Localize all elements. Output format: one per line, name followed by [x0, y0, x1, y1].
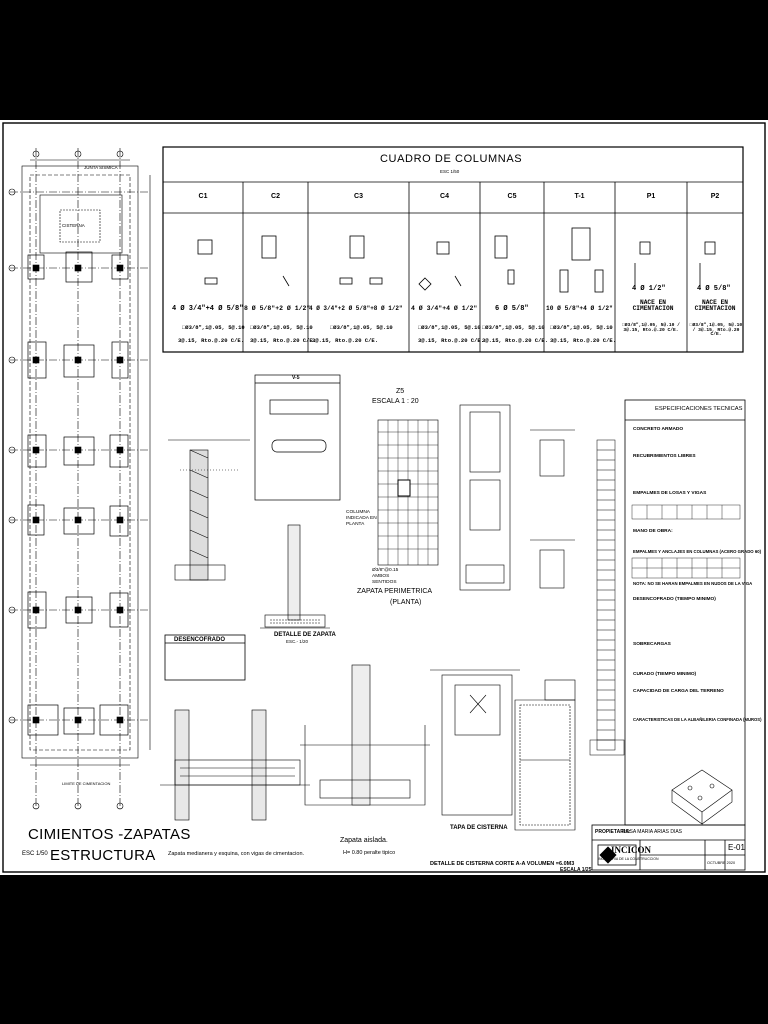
col-spacing-c4: 3@.15, Rto.@.20 C/E.: [418, 337, 485, 344]
col-header-c1: C1: [198, 193, 208, 200]
col-steel-c2: 8 Ø 5/8"+2 Ø 1/2": [244, 305, 311, 312]
col-header-p1: P1: [646, 193, 656, 200]
drawing-sheet: CISTERNA JUNTA SISMICA LIMITE DE CIMENTA…: [0, 120, 768, 875]
footing-detail-scale: ESC.- 1/20: [286, 639, 309, 644]
spec-line-7: SOBRECARGAS: [633, 642, 671, 647]
perimeter-footing-title: ZAPATA PERIMETRICA: [357, 588, 433, 595]
col-header-p2: P2: [710, 193, 720, 200]
wall-section: [168, 439, 330, 629]
sheet-code: E-01: [728, 843, 745, 852]
bottom-sections: [160, 664, 576, 831]
columns-table-grid: [162, 146, 744, 353]
owner-label: PROPIETARIA:: [595, 829, 631, 835]
spec-line-4: EMPALMES Y ANCLAJES EN COLUMNAS (ACERO G…: [633, 549, 762, 554]
spec-line-1: RECUBRIMIENTOS LIBRES: [633, 454, 696, 459]
perimeter-footing-plan-label: (PLANTA): [390, 599, 422, 606]
plan-title: CIMIENTOS -ZAPATAS: [28, 826, 191, 843]
cistern-scale: ESCALA 1/25: [560, 867, 592, 873]
company-name: INCICON: [611, 845, 652, 855]
col-header-c2: C2: [271, 193, 280, 200]
beam-v5-title: V-5: [292, 375, 300, 381]
columns-table-title: CUADRO DE COLUMNAS: [380, 153, 523, 165]
spec-line-9: CAPACIDAD DE CARGA DEL TERRENO: [633, 689, 724, 694]
specs-title: ESPECIFICACIONES TECNICAS: [655, 406, 743, 412]
cistern-caption: DETALLE DE CISTERNA CORTE A-A VOLUMEN =6…: [430, 861, 575, 867]
col-spacing-p2: □Ø3/8",1@.05, 5@.10 / 3@.15, Rto.@.20 C/…: [689, 323, 743, 338]
col-stirrups-c5: □Ø3/8",1@.05, 5@.10: [482, 324, 545, 331]
col-spacing-p1: □Ø3/8",1@.05, 5@.10 / 3@.15, Rto.@.20 C/…: [622, 323, 680, 333]
col-spacing-t1: 3@.15, Rto.@.20 C/E.: [550, 337, 617, 344]
sheet-date: OCTUBRE 2020: [707, 861, 736, 865]
col-steel-p1: 4 Ø 1/2": [632, 285, 666, 293]
owner-name: ROSA MARIA ARIAS DIAS: [622, 829, 683, 835]
beam-sections: [530, 429, 575, 589]
spec-line-6: DESENCOFRADO (TIEMPO MINIMO): [633, 597, 716, 602]
columns-table-scale: ESC 1/50: [440, 169, 460, 174]
col-steel-p2: 4 Ø 5/8": [697, 285, 731, 293]
col-spacing-c1: 3@.15, Rto.@.20 C/E.: [178, 337, 245, 344]
col-header-c3: C3: [354, 193, 363, 200]
isolated-footing-caption: Zapata aislada.: [340, 837, 388, 844]
drawing-linework: [2, 122, 766, 873]
col-spacing-c5: 3@.15, Rto.@.20 C/E.: [482, 337, 549, 344]
cistern-lid-title: TAPA DE CISTERNA: [450, 825, 508, 831]
col-spacing-c2: 3@.15, Rto.@.20 C/E.: [250, 337, 317, 344]
col-header-c5: C5: [507, 193, 517, 200]
footing-detail-title: DETALLE DE ZAPATA: [274, 632, 336, 638]
isolated-footing-note: H= 0.80 peralte tipico: [343, 850, 396, 856]
spec-line-0: CONCRETO ARMADO: [633, 427, 684, 432]
spec-line-2: EMPALMES DE LOSAS Y VIGAS: [633, 491, 707, 496]
col-stirrups-p1: NACE EN CIMENTACION: [632, 299, 674, 313]
specs-box: [624, 399, 746, 826]
col-steel-c3: 4 Ø 3/4"+2 Ø 5/8"+8 Ø 1/2": [309, 305, 403, 312]
desencofrado-box: [164, 634, 246, 681]
footing-scale: ESCALA 1 : 20: [372, 398, 419, 405]
cistern-label: CISTERNA: [62, 223, 85, 228]
foundation-plan: [8, 148, 151, 810]
col-steel-c5: 6 Ø 5/8": [495, 305, 529, 313]
col-header-c4: C4: [440, 193, 449, 200]
col-steel-t1: 10 Ø 5/8"+4 Ø 1/2": [546, 305, 613, 312]
plan-subtitle: ESTRUCTURA: [50, 847, 156, 864]
col-stirrups-c1: □Ø3/8",1@.05, 5@.10: [182, 324, 245, 331]
col-stirrups-t1: □Ø3/8",1@.05, 5@.10: [550, 324, 613, 331]
col-steel-c4: 4 Ø 3/4"+4 Ø 1/2": [411, 305, 478, 312]
company-subtitle: INGENIERIA DE LA CONSTRUCCION: [598, 857, 659, 861]
col-stirrups-c2: □Ø3/8",1@.05, 5@.10: [250, 324, 313, 331]
spec-line-8: CURADO (TIEMPO MINIMO): [633, 672, 697, 677]
beam-detail: [254, 374, 341, 501]
reinforcement-panel: [459, 404, 511, 591]
spec-line-3: MANO DE OBRA:: [633, 529, 673, 534]
col-header-t1: T-1: [574, 193, 585, 200]
footing-z5-label: Z5: [396, 388, 405, 395]
col-stirrups-c4: □Ø3/8",1@.05, 5@.10: [418, 324, 481, 331]
column-note: COLUMNA INDICADA EN PLANTA: [346, 510, 377, 527]
seismic-joint-label: JUNTA SISMICA: [84, 165, 118, 170]
col-stirrups-p2: NACE EN CIMENTACION: [694, 299, 736, 313]
rebar-note: Ø3/8"@0.15 AMBOS SENTIDOS: [372, 568, 399, 585]
col-steel-c1: 4 Ø 3/4"+4 Ø 5/8": [172, 305, 244, 313]
spec-line-5: NOTA: NO SE HARAN EMPALMES EN NUDOS DE L…: [633, 581, 753, 586]
medianera-caption: Zapata medianera y esquina, con vigas de…: [168, 851, 305, 857]
plan-scale: ESC 1/50: [22, 851, 48, 857]
col-spacing-c3: 3@.15, Rto.@.20 C/E.: [312, 337, 379, 344]
spec-line-10: CARACTERISTICAS DE LA ALBAÑILERIA CONFIN…: [633, 717, 762, 722]
title-block: [591, 824, 746, 871]
foundation-limit-label: LIMITE DE CIMENTACION: [62, 781, 111, 786]
perimeter-footing-plan: [377, 419, 439, 566]
desencofrado-title: DESENCOFRADO: [174, 637, 226, 643]
col-stirrups-c3: □Ø3/8",1@.05, 5@.10: [330, 324, 393, 331]
brick-column: [589, 439, 625, 756]
isometric-block: [671, 769, 733, 825]
